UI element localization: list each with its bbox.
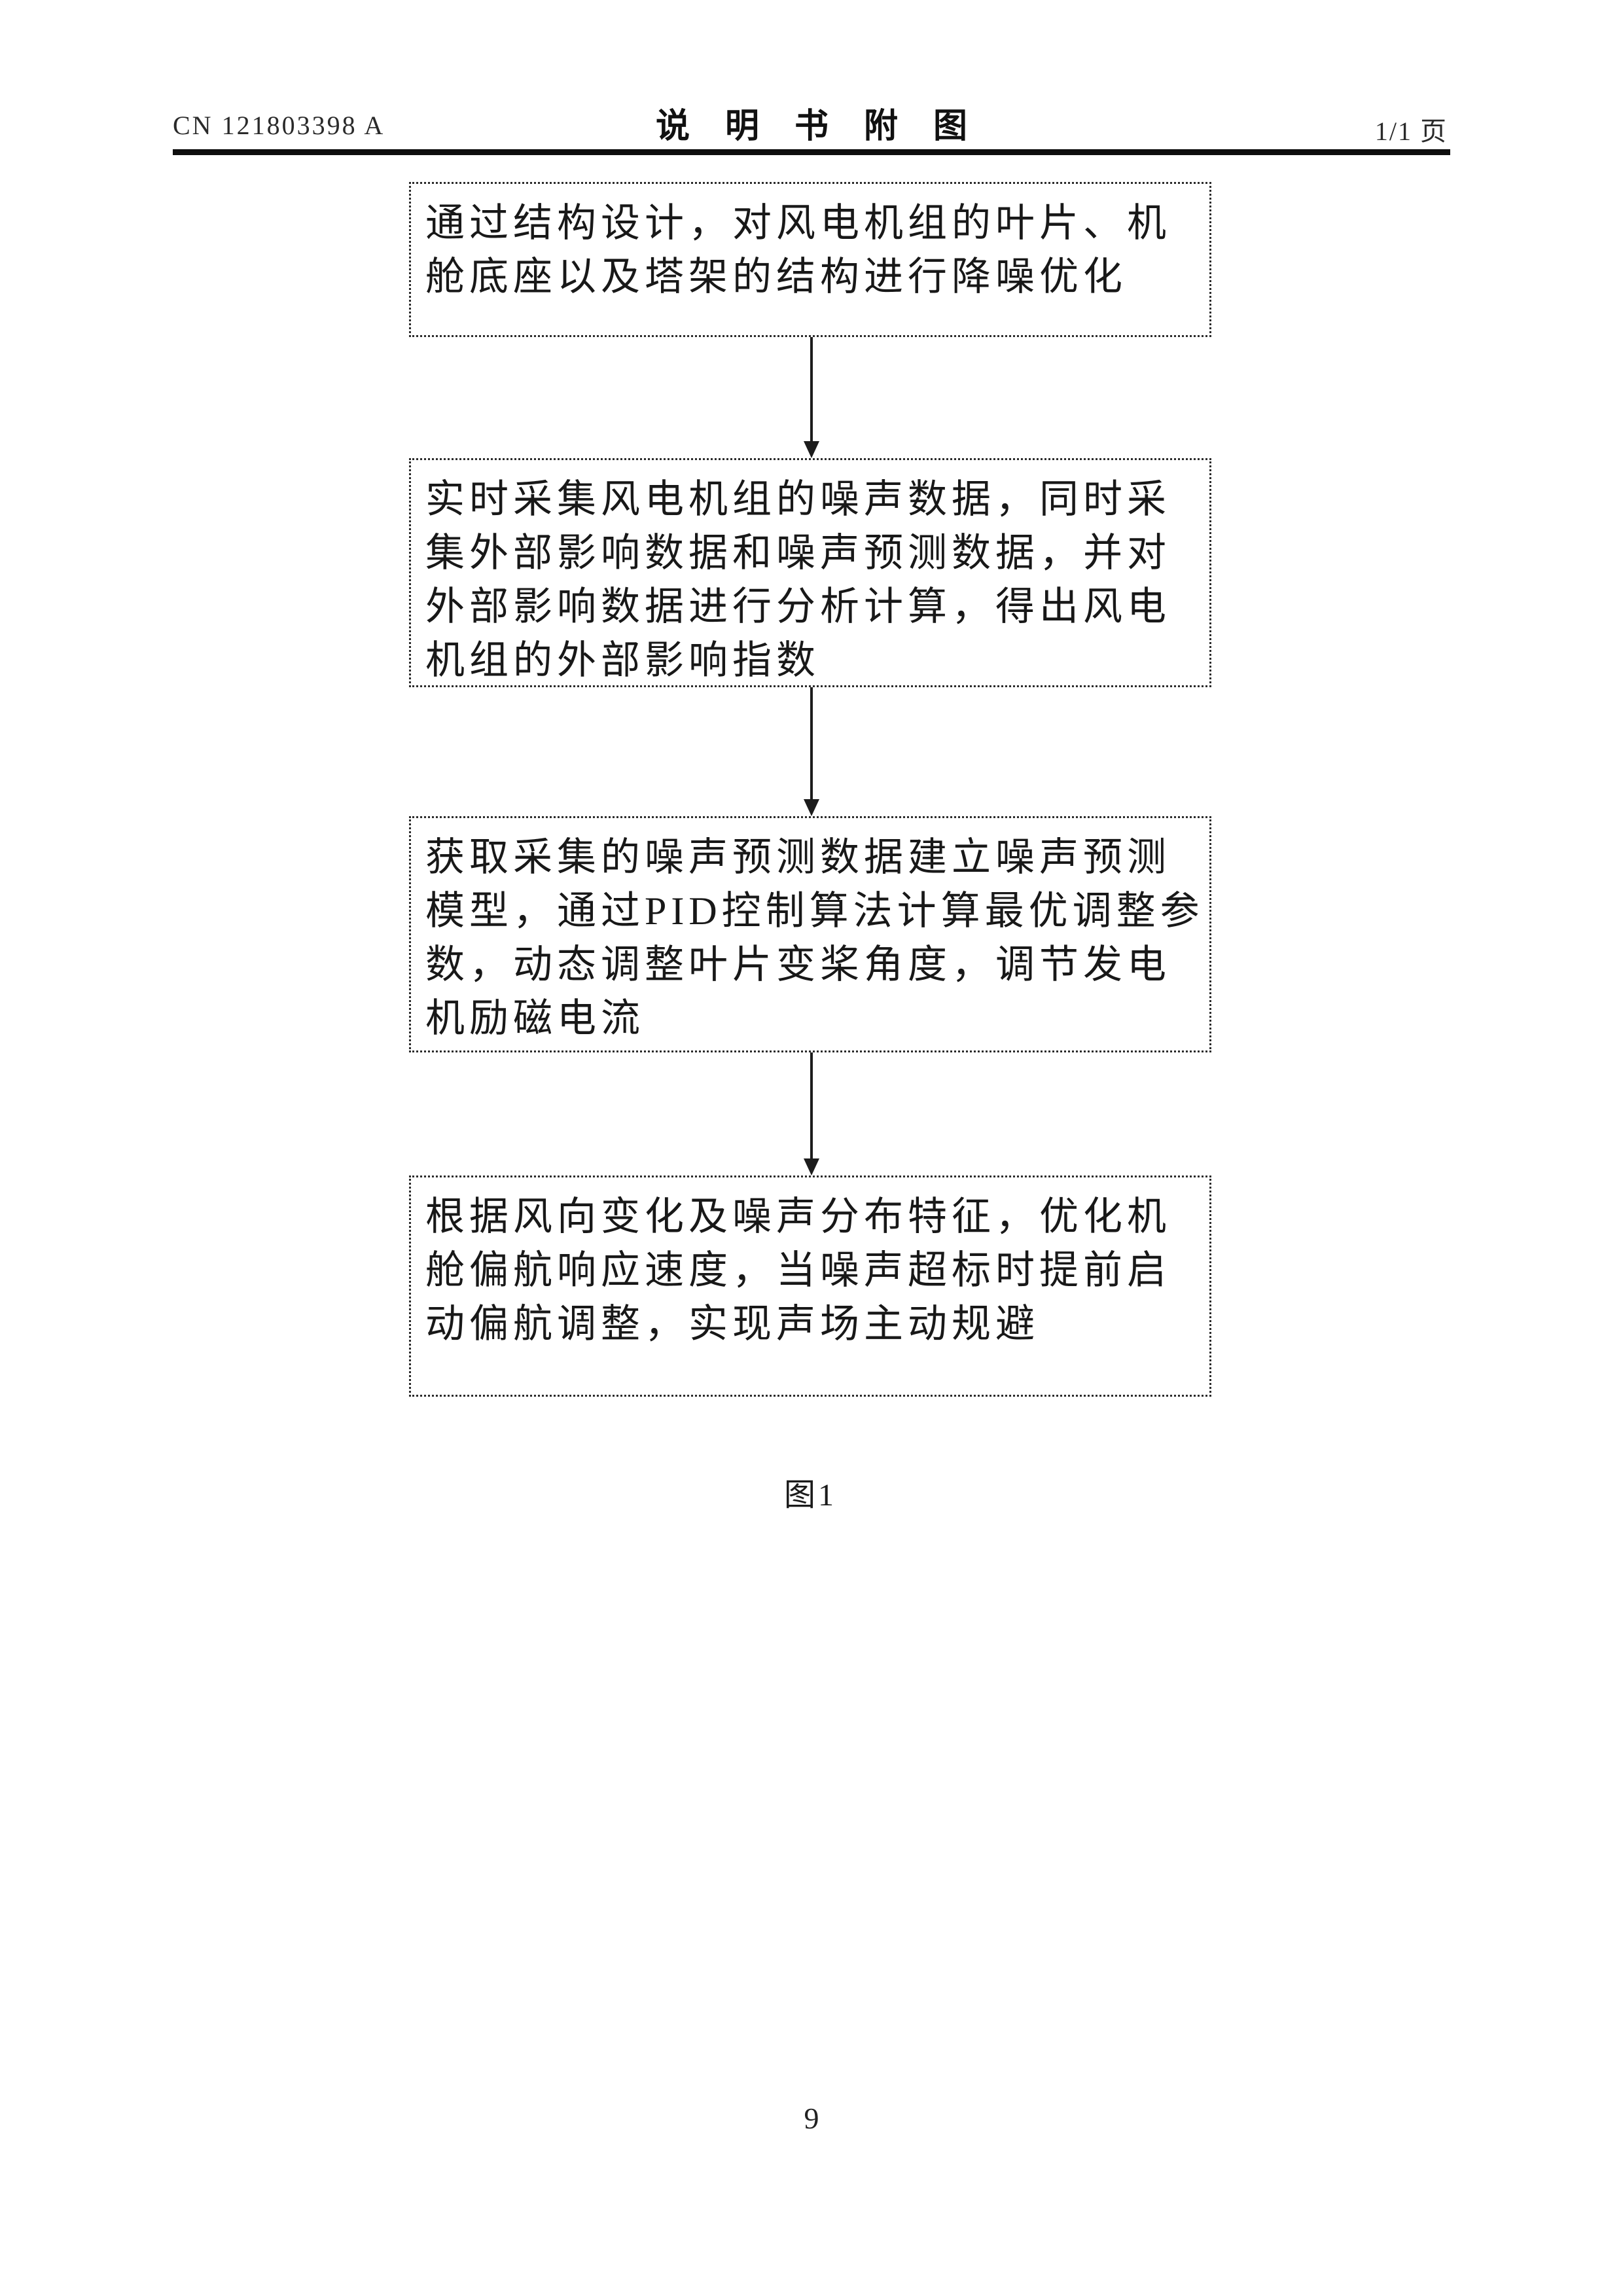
header-rule: [173, 149, 1450, 155]
flow-step-2: 实时采集风电机组的噪声数据，同时采 集外部影响数据和噪声预测数据，并对 外部影响…: [409, 458, 1211, 687]
flow-step-3-line-1: 获取采集的噪声预测数据建立噪声预测: [425, 836, 1171, 879]
arrow-shaft: [810, 337, 813, 442]
flow-step-3-line-3: 数，动态调整叶片变桨角度，调节发电: [425, 943, 1171, 986]
flow-step-4-line-1: 根据风向变化及噪声分布特征，优化机: [425, 1195, 1171, 1238]
document-title: 说明书附图: [655, 108, 1003, 145]
arrow-down-icon: [803, 337, 820, 458]
flow-step-4-line-3: 动偏航调整，实现声场主动规避: [425, 1302, 1039, 1346]
flow-step-2-line-2: 集外部影响数据和噪声预测数据，并对: [425, 531, 1171, 575]
flow-step-1: 通过结构设计，对风电机组的叶片、机 舱底座以及塔架的结构进行降噪优化: [409, 182, 1211, 337]
arrow-shaft: [810, 1052, 813, 1160]
arrow-head: [804, 1158, 819, 1175]
arrow-down-icon: [803, 1052, 820, 1175]
patent-number: CN 121803398 A: [173, 111, 385, 140]
flow-step-4-line-2: 舱偏航响应速度，当噪声超标时提前启: [425, 1249, 1171, 1292]
arrow-head: [804, 441, 819, 458]
flow-step-1-line-1: 通过结构设计，对风电机组的叶片、机: [425, 202, 1171, 245]
figure-caption: 图1: [783, 1478, 836, 1513]
flow-step-2-line-3: 外部影响数据进行分析计算，得出风电: [425, 585, 1171, 628]
flow-step-4: 根据风向变化及噪声分布特征，优化机 舱偏航响应速度，当噪声超标时提前启 动偏航调…: [409, 1175, 1211, 1397]
flow-step-3-line-2: 模型，通过PID控制算法计算最优调整参: [425, 889, 1204, 933]
flow-step-3-line-4: 机励磁电流: [425, 997, 645, 1040]
arrow-shaft: [810, 687, 813, 800]
page-indicator: 1/1 页: [1374, 117, 1448, 146]
flow-step-2-line-1: 实时采集风电机组的噪声数据，同时采: [425, 478, 1171, 521]
flow-step-3: 获取采集的噪声预测数据建立噪声预测 模型，通过PID控制算法计算最优调整参 数，…: [409, 816, 1211, 1052]
page-number: 9: [804, 2102, 819, 2135]
flow-step-2-line-4: 机组的外部影响指数: [425, 639, 820, 682]
arrow-head: [804, 799, 819, 816]
arrow-down-icon: [803, 687, 820, 816]
flow-step-1-line-2: 舱底座以及塔架的结构进行降噪优化: [425, 255, 1127, 298]
